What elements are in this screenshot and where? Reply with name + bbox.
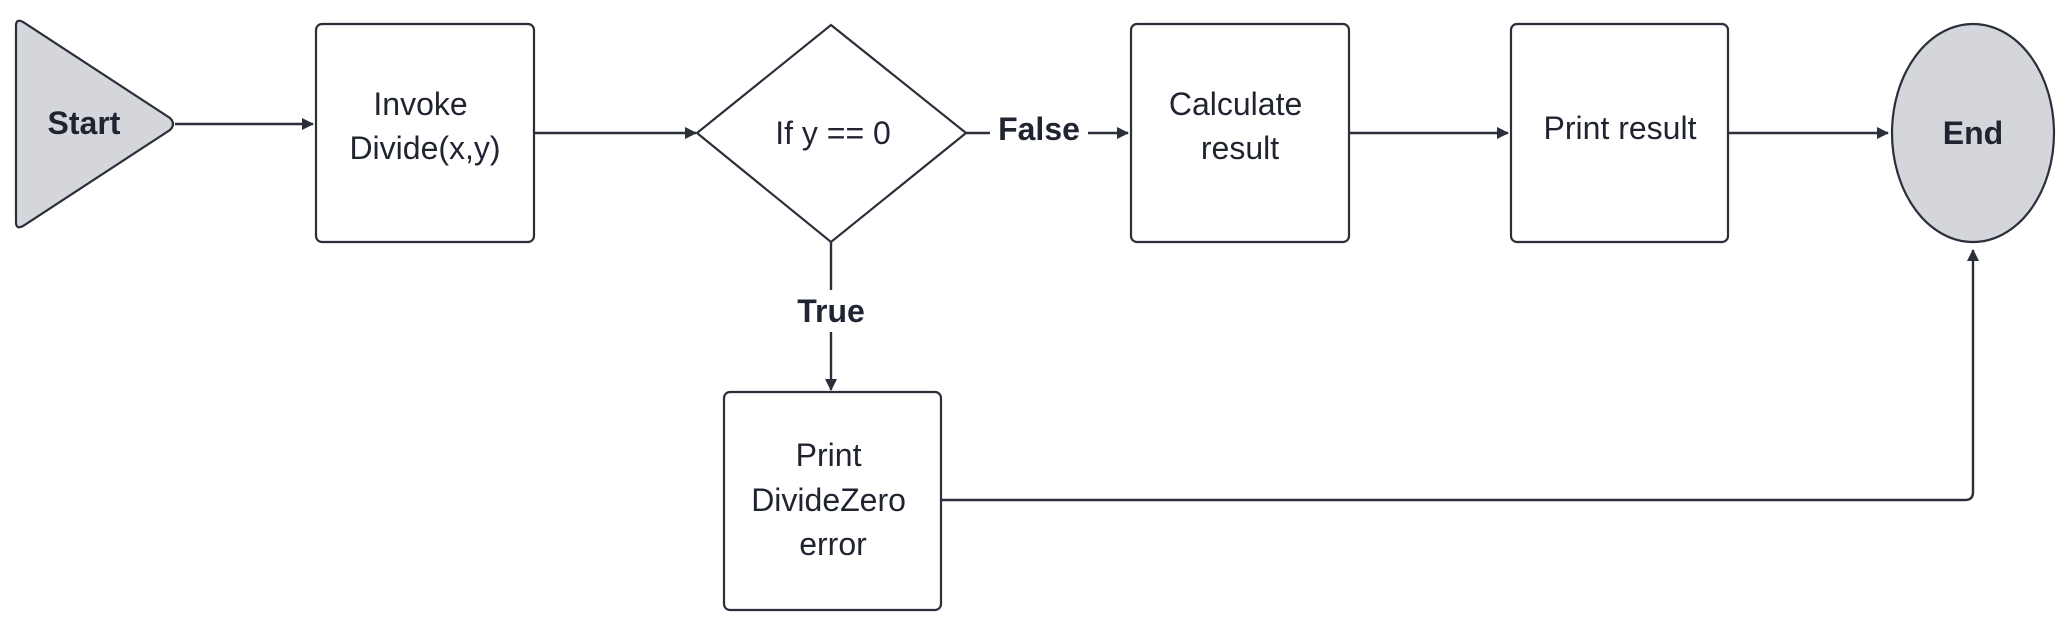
invoke-box-shape	[314, 22, 536, 244]
invoke-label-line-1: Invoke	[373, 86, 467, 122]
print-result-box-shape	[1509, 22, 1730, 244]
calculate-node: Calculate result	[1129, 22, 1351, 244]
calculate-label: Calculate result	[1169, 86, 1311, 166]
end-ellipse-shape	[1890, 22, 2056, 244]
edge-labels: False True	[788, 110, 1088, 332]
decision-node: If y == 0	[695, 23, 968, 244]
end-label: End	[1943, 115, 2003, 151]
calculate-label-line-1: Calculate	[1169, 86, 1302, 122]
print-error-node: Print DivideZero error	[722, 390, 943, 612]
print-error-label-line-1: Print	[796, 437, 862, 473]
invoke-label: Invoke Divide(x,y)	[349, 86, 500, 166]
calculate-box-shape	[1129, 22, 1351, 244]
edge-print-error-to-end	[941, 249, 1979, 502]
print-result-label: Print result	[1544, 110, 1697, 146]
print-error-box-shape	[722, 390, 943, 612]
start-node: Start	[14, 19, 175, 229]
invoke-label-line-2: Divide(x,y)	[349, 130, 500, 166]
edge-label-true: True	[797, 293, 865, 329]
print-result-node: Print result	[1509, 22, 1730, 244]
decision-label: If y == 0	[775, 115, 891, 151]
calculate-label-line-2: result	[1201, 130, 1279, 166]
start-triangle-shape	[14, 19, 175, 229]
print-error-label-line-2: DivideZero	[751, 482, 906, 518]
invoke-node: Invoke Divide(x,y)	[314, 22, 536, 244]
edge-label-false: False	[998, 111, 1080, 147]
print-error-label: Print DivideZero error	[751, 437, 915, 562]
print-error-label-line-3: error	[799, 526, 867, 562]
decision-diamond-shape	[695, 23, 968, 244]
start-label: Start	[48, 105, 121, 141]
end-node: End	[1890, 22, 2056, 244]
